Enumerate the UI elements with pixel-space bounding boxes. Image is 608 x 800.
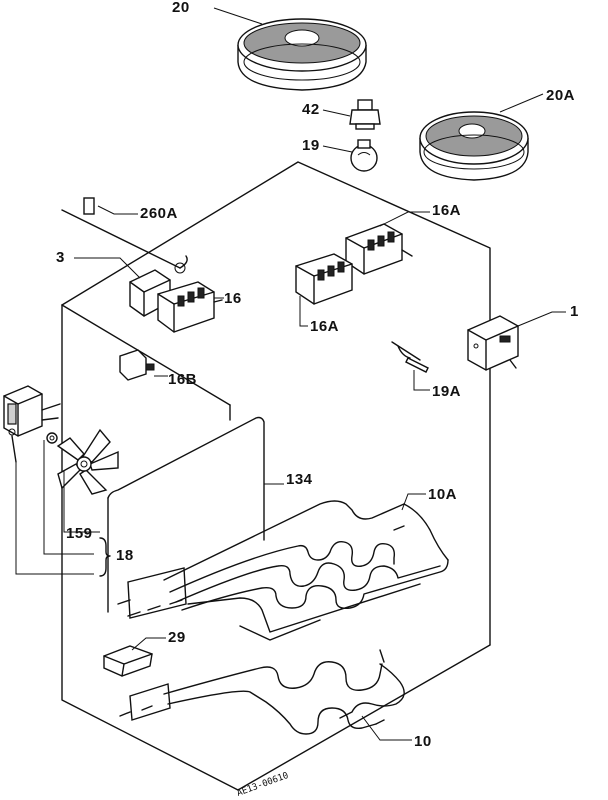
indicator-16b [119,349,155,381]
label-10: 10 [414,733,432,750]
leader-19 [322,145,353,153]
label-134: 134 [286,471,313,488]
leader-29 [131,637,166,651]
leader-260a [97,205,138,215]
label-18: 18 [116,547,134,564]
label-29: 29 [168,629,186,646]
leader-3 [74,257,141,279]
label-16a-top: 16A [432,202,461,219]
label-19a: 19A [432,383,461,400]
grill-element-10a [117,500,449,641]
label-10a: 10A [428,486,457,503]
sensor-19a [391,341,429,373]
label-159: 159 [66,525,93,542]
switch-16 [157,281,223,333]
fan-blade [56,428,119,495]
leader-1 [517,311,566,327]
lamp-holder-42 [349,99,381,130]
leader-10 [361,715,412,741]
leader-16a-top [379,211,430,227]
leader-18a [43,440,94,555]
leader-18b [15,462,94,575]
label-20: 20 [172,0,190,16]
fan-motor [3,385,61,463]
rear-panel-134 [107,416,265,613]
leader-16a-mid [299,296,308,327]
bottom-element-10 [119,649,405,735]
label-20a: 20A [546,87,575,104]
hotplate-20 [237,18,367,91]
label-16: 16 [224,290,242,307]
oven-cavity-outline [61,161,491,791]
lamp-bulb-19 [350,139,378,172]
leader-20a [499,93,544,113]
label-16a-mid: 16A [310,318,339,335]
leader-20 [213,7,263,25]
label-42: 42 [302,101,320,118]
fan-washer [46,432,58,444]
hotplate-20a [419,111,529,181]
terminal-block-29 [103,645,153,677]
leader-159 [63,470,100,533]
switch-16a-mid [295,253,353,305]
switch-16a-top [345,223,413,275]
label-19: 19 [302,137,320,154]
bracket-18 [99,537,111,577]
label-260a: 260A [140,205,178,222]
label-16b: 16B [168,371,197,388]
thermostat-probe-260a [61,197,188,269]
label-1: 1 [570,303,579,320]
leader-42 [322,109,351,117]
leader-10a [401,493,426,511]
timer-1 [467,315,519,371]
label-3: 3 [56,249,65,266]
leader-19a [413,370,430,391]
